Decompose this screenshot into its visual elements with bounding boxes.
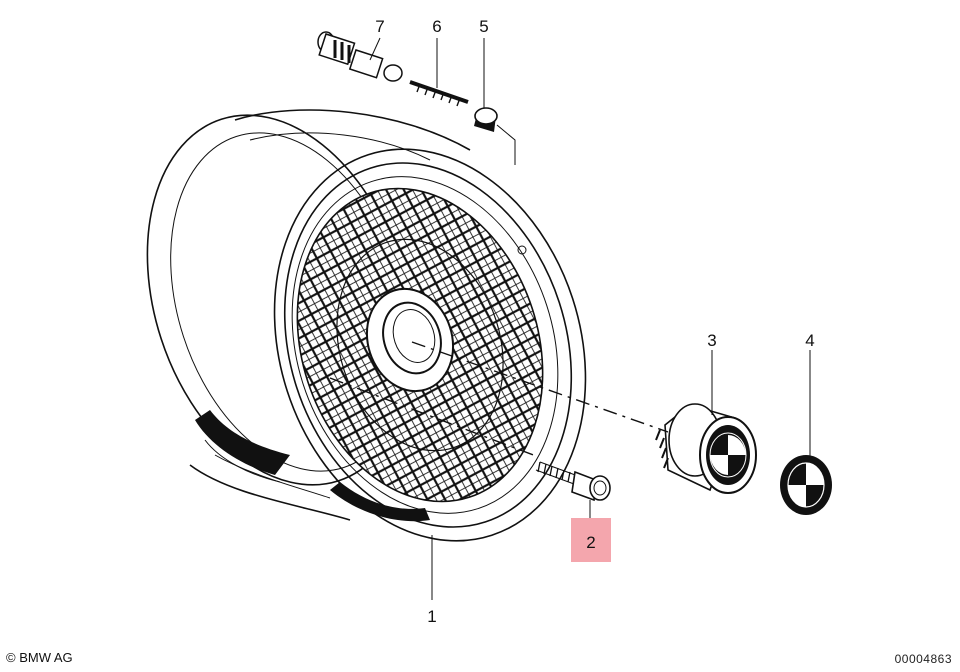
copyright-notice: © BMW AG xyxy=(6,650,73,665)
valve-cap-part-5 xyxy=(474,107,498,132)
wheel-bolt-part-2 xyxy=(535,461,611,520)
callout-4: 4 xyxy=(805,331,814,350)
valve-assembly xyxy=(317,31,516,165)
copyright-symbol: © xyxy=(6,650,16,665)
callout-labels: 1 2 3 4 5 6 7 xyxy=(375,17,814,626)
callout-3: 3 xyxy=(707,331,716,350)
document-number: 00004863 xyxy=(894,652,952,666)
valve-core-part-6 xyxy=(409,80,469,107)
callout-1: 1 xyxy=(427,607,436,626)
valve-stem-part-7 xyxy=(317,31,403,82)
copyright-owner: BMW AG xyxy=(19,650,73,665)
wheel-rim xyxy=(146,109,587,542)
bolt-axis-line xyxy=(329,377,537,457)
callout-7: 7 xyxy=(375,17,384,36)
callout-2-highlight xyxy=(571,518,611,562)
callout-6: 6 xyxy=(432,17,441,36)
hub-cap-part-3 xyxy=(655,350,757,494)
emblem-part-4 xyxy=(780,350,832,515)
callout-2: 2 xyxy=(586,533,595,552)
callout-5: 5 xyxy=(479,17,488,36)
